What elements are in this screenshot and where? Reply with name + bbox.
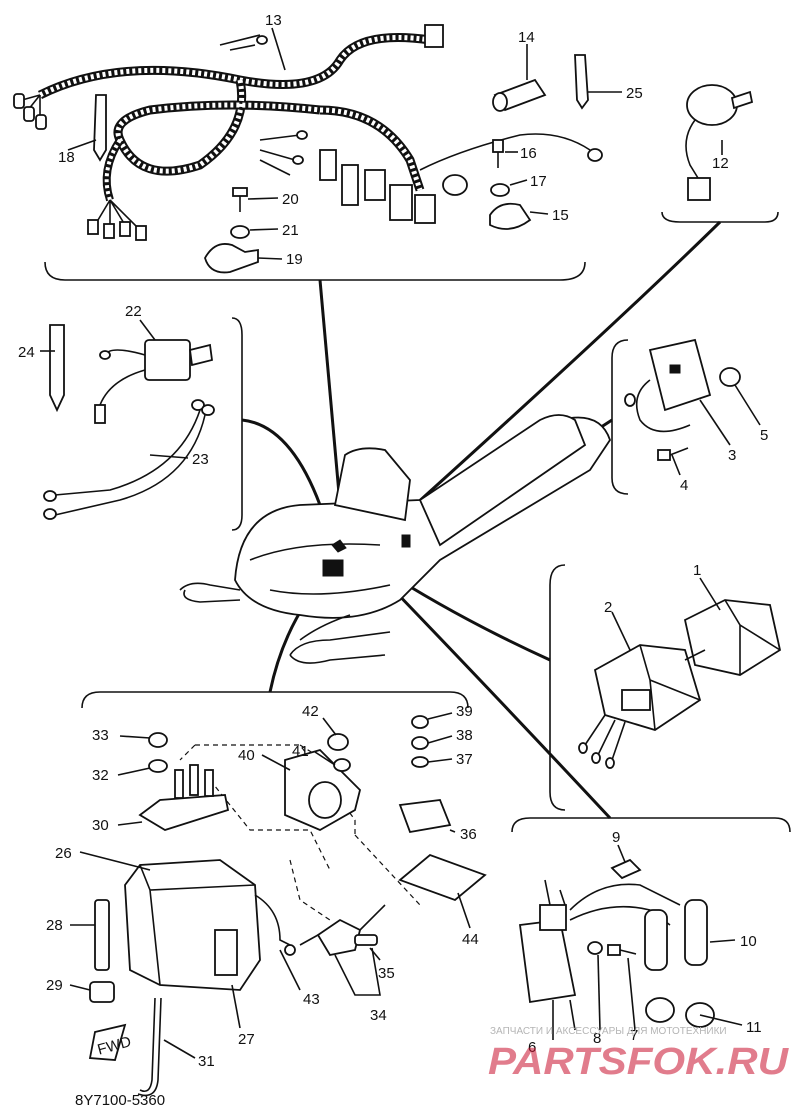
callout-29: 29: [46, 977, 63, 994]
callout-36: 36: [460, 826, 477, 843]
callout-20: 20: [282, 191, 299, 208]
callout-5: 5: [760, 427, 768, 444]
callout-38: 38: [456, 727, 473, 744]
cable-tie-18: [93, 94, 107, 162]
callout-27: 27: [238, 1031, 255, 1048]
callout-12: 12: [712, 155, 729, 172]
drawing-code: 8Y7100-5360: [75, 1092, 165, 1109]
small-parts-top-right: [489, 54, 589, 230]
key-switch-12: [685, 84, 754, 201]
wire-harness: [13, 24, 603, 241]
callout-13: 13: [265, 12, 282, 29]
callout-6: 6: [528, 1039, 536, 1056]
callout-37: 37: [456, 751, 473, 768]
callout-30: 30: [92, 817, 109, 834]
switch-and-lead-22-23-24: [43, 324, 215, 520]
callout-23: 23: [192, 451, 209, 468]
callout-41: 41: [292, 743, 309, 760]
watermark-logo: PARTSFOK.RU: [488, 1041, 790, 1083]
callout-26: 26: [55, 845, 72, 862]
callout-34: 34: [370, 1007, 387, 1024]
ignition-coil-assembly: [518, 858, 715, 1040]
callout-15: 15: [552, 207, 569, 224]
callout-7: 7: [630, 1027, 638, 1044]
callout-44: 44: [462, 931, 479, 948]
regulator-3-4-5: [624, 338, 741, 461]
callout-numbers: 13 14 25 12 18 16 17 15 20 21 19 22 24 2…: [18, 12, 768, 1070]
callout-33: 33: [92, 727, 109, 744]
callout-43: 43: [303, 991, 320, 1008]
callout-21: 21: [282, 222, 299, 239]
callout-9: 9: [612, 829, 620, 846]
relay-box-assembly: [88, 715, 487, 1097]
snowmobile-body: [179, 414, 611, 664]
callout-40: 40: [238, 747, 255, 764]
callout-24: 24: [18, 344, 35, 361]
callout-42: 42: [302, 703, 319, 720]
callout-17: 17: [530, 173, 547, 190]
callout-35: 35: [378, 965, 395, 982]
callout-2: 2: [604, 599, 612, 616]
callout-10: 10: [740, 933, 757, 950]
callout-1: 1: [693, 562, 701, 579]
callout-25: 25: [626, 85, 643, 102]
callout-32: 32: [92, 767, 109, 784]
callout-22: 22: [125, 303, 142, 320]
callout-leaders: [40, 27, 761, 1059]
callout-3: 3: [728, 447, 736, 464]
small-parts-20-21-19: [204, 187, 259, 274]
callout-14: 14: [518, 29, 535, 46]
callout-11: 11: [746, 1019, 762, 1036]
watermark-caption: ЗАПЧАСТИ И АКСЕССУАРЫ ДЛЯ МОТОТЕХНИКИ: [490, 1026, 727, 1037]
callout-4: 4: [680, 477, 688, 494]
callout-16: 16: [520, 145, 537, 162]
callout-8: 8: [593, 1030, 601, 1047]
callout-18: 18: [58, 149, 75, 166]
callout-39: 39: [456, 703, 473, 720]
callout-31: 31: [198, 1053, 215, 1070]
cdi-unit-1-2: [578, 599, 782, 769]
callout-28: 28: [46, 917, 63, 934]
callout-19: 19: [286, 251, 303, 268]
group-brackets: [44, 211, 791, 833]
